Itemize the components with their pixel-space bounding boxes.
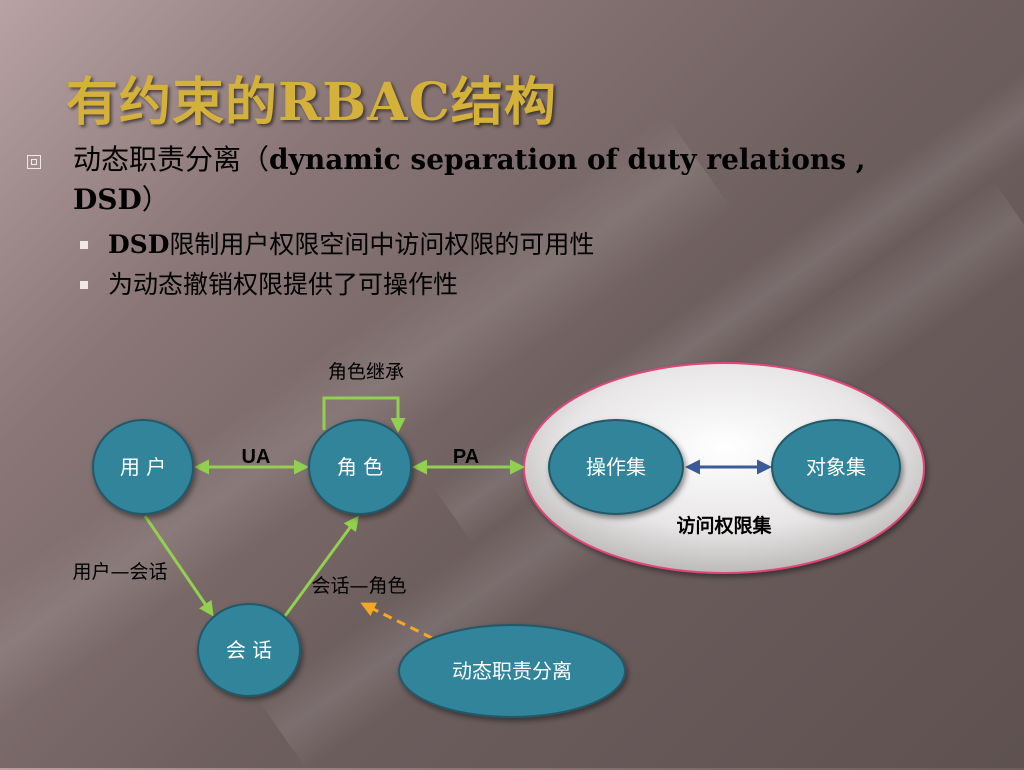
dsd-arrow: [360, 602, 433, 640]
sub-bullet-marker: [80, 241, 88, 249]
role-inheritance-arrow: [322, 396, 406, 433]
node-objects-label: 对象集: [806, 455, 866, 479]
node-role: 角 色: [308, 419, 412, 515]
sub-bullet-text: 限制用户权限空间中访问权限的可用性: [169, 230, 595, 259]
sub-bullet-text: 为动态撤销权限提供了可操作性: [108, 270, 459, 299]
session-role-label: 会话—角色: [311, 575, 406, 597]
user-session-arrow: [143, 515, 214, 617]
node-objects: 对象集: [771, 419, 901, 515]
sub-bullet-prefix: DSD: [108, 230, 170, 259]
group-label: 访问权限集: [676, 514, 772, 537]
node-role-label: 角 色: [337, 455, 383, 479]
session-role-arrow: [283, 515, 359, 617]
node-operations: 操作集: [548, 419, 684, 515]
ua-label: UA: [242, 446, 271, 468]
node-user: 用 户: [92, 419, 194, 515]
node-session-label: 会 话: [226, 638, 272, 662]
node-session: 会 话: [197, 603, 301, 697]
pa-label: PA: [453, 446, 479, 468]
bullet-text-en: dynamic separation of duty relations , D…: [73, 143, 866, 216]
node-operations-label: 操作集: [586, 455, 646, 479]
bullet-item: 动态职责分离（dynamic separation of duty relati…: [73, 140, 933, 220]
sub-bullet-item: DSD限制用户权限空间中访问权限的可用性: [80, 229, 594, 261]
user-session-label: 用户—会话: [72, 561, 167, 583]
bullet-text-close: ）: [141, 183, 170, 216]
bullet-text-cn: 动态职责分离（: [73, 143, 270, 176]
node-dsd: 动态职责分离: [398, 624, 626, 718]
node-dsd-label: 动态职责分离: [452, 659, 572, 683]
slide-title: 有约束的RBAC结构: [66, 72, 557, 133]
bullet-marker: [27, 155, 41, 169]
sub-bullet-item: 为动态撤销权限提供了可操作性: [80, 269, 458, 301]
node-user-label: 用 户: [120, 455, 166, 479]
role-inheritance-label: 角色继承: [328, 361, 404, 383]
sub-bullet-marker: [80, 281, 88, 289]
